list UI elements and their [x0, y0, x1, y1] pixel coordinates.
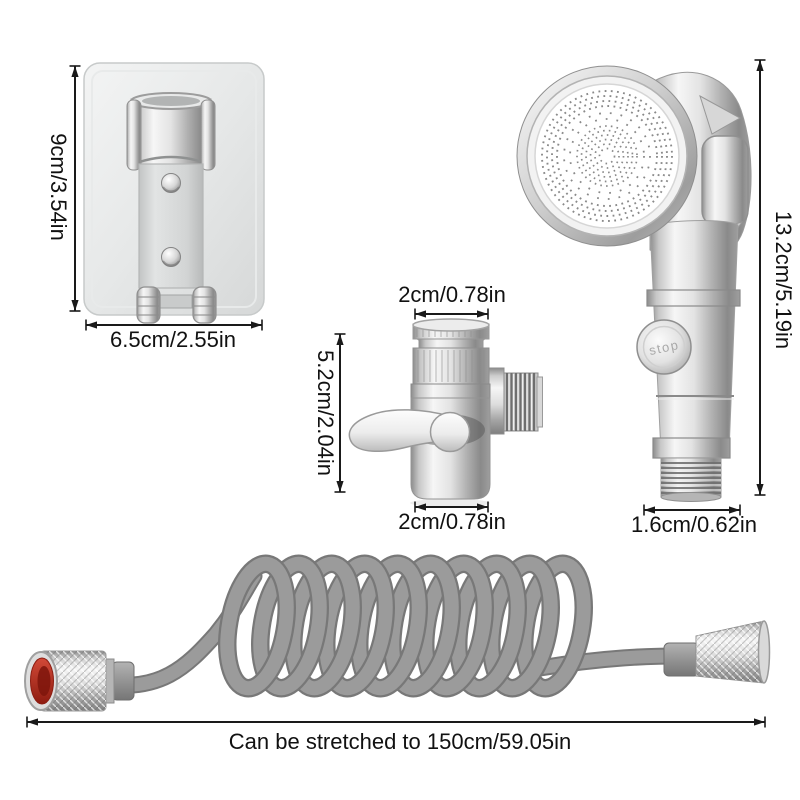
bracket-screw-top	[161, 173, 181, 193]
diverter-valve-illustration	[348, 318, 543, 507]
head-height-dimension: 13.2cm/5.19in	[754, 59, 796, 496]
valve-top-width-dimension: 2cm/0.78in	[398, 282, 506, 320]
shower-head-illustration: stop	[516, 65, 752, 502]
bracket-width-label: 6.5cm/2.55in	[110, 327, 236, 352]
hose-coil	[218, 554, 593, 698]
stop-button-label: stop	[648, 337, 681, 358]
hose-connector-right	[663, 620, 771, 684]
coiled-hose-illustration	[24, 554, 771, 712]
bracket-height-dimension: 9cm/3.54in	[46, 65, 81, 312]
wall-bracket-illustration	[83, 62, 265, 324]
head-height-label: 13.2cm/5.19in	[771, 211, 796, 349]
valve-height-label: 5.2cm/2.04in	[313, 350, 338, 476]
valve-height-dimension: 5.2cm/2.04in	[313, 333, 346, 493]
head-connector-width-label: 1.6cm/0.62in	[631, 512, 757, 537]
head-connector-width-dimension: 1.6cm/0.62in	[631, 504, 757, 537]
valve-outlet-threads	[486, 367, 543, 435]
hose-length-label: Can be stretched to 150cm/59.05in	[229, 729, 571, 754]
valve-bottom-width-dimension: 2cm/0.78in	[398, 501, 506, 534]
bracket-width-dimension: 6.5cm/2.55in	[85, 319, 263, 352]
valve-lever	[348, 409, 485, 453]
bracket-height-label: 9cm/3.54in	[46, 133, 71, 241]
bracket-screw-bottom	[161, 247, 181, 267]
spray-face	[516, 65, 698, 247]
stop-button: stop	[636, 319, 692, 375]
valve-bottom-width-label: 2cm/0.78in	[398, 509, 506, 534]
head-thread-connector	[660, 457, 722, 502]
hose-connector-left	[24, 650, 135, 712]
valve-top-width-label: 2cm/0.78in	[398, 282, 506, 307]
hose-length-dimension: Can be stretched to 150cm/59.05in	[26, 716, 766, 754]
